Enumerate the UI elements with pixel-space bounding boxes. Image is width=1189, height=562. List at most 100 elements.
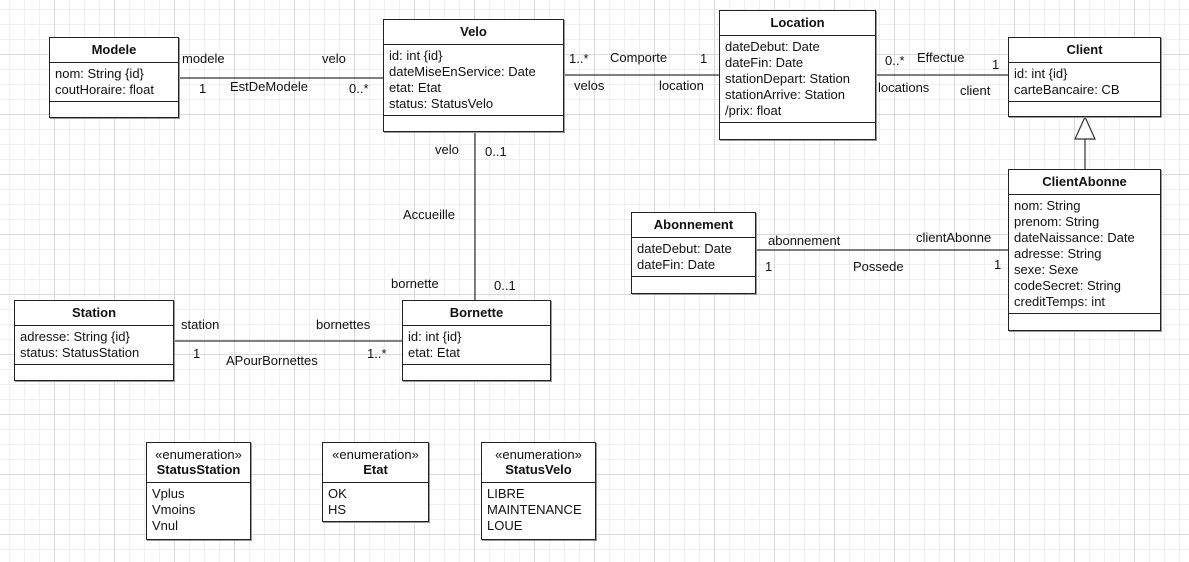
multiplicity-label: 1: [700, 51, 708, 66]
role-label: bornette: [391, 276, 439, 291]
association-name: Accueille: [403, 207, 456, 222]
association-name: Possede: [853, 259, 904, 274]
enum-literal: MAINTENANCE: [487, 502, 582, 517]
attribute: etat: Etat: [408, 345, 461, 360]
enum-literals: OK HS: [323, 483, 428, 521]
class-name: Client: [1009, 38, 1160, 63]
generalization-arrowhead: [1074, 115, 1096, 140]
attribute: dateFin: Date: [725, 55, 804, 70]
class-attributes: id: int {id} dateMiseEnService: Date eta…: [384, 45, 563, 116]
role-label: clientAbonne: [916, 230, 992, 245]
enum-stereotype: «enumeration»: [495, 447, 582, 462]
attribute: coutHoraire: float: [55, 82, 154, 97]
class-attributes: nom: String prenom: String dateNaissance…: [1009, 195, 1160, 314]
attribute: stationArrive: Station: [725, 87, 845, 102]
attribute: dateFin: Date: [637, 257, 716, 272]
attribute: prenom: String: [1014, 214, 1100, 229]
attribute: sexe: Sexe: [1014, 262, 1079, 277]
attribute: status: StatusStation: [20, 345, 140, 360]
class-bornette[interactable]: Bornette id: int {id} etat: Etat: [402, 300, 551, 381]
multiplicity-label: 0..1: [494, 278, 516, 293]
association-name: Effectue: [917, 50, 965, 65]
enum-literal: Vnul: [152, 518, 179, 533]
class-name: ClientAbonne: [1009, 170, 1160, 195]
class-client-abonne[interactable]: ClientAbonne nom: String prenom: String …: [1008, 169, 1161, 331]
role-label: velos: [574, 78, 605, 93]
role-label: station: [181, 317, 220, 332]
enum-status-velo[interactable]: «enumeration» StatusVelo LIBRE MAINTENAN…: [481, 442, 596, 540]
enum-literal: HS: [328, 502, 347, 517]
class-velo[interactable]: Velo id: int {id} dateMiseEnService: Dat…: [383, 19, 564, 132]
attribute: nom: String: [1014, 198, 1081, 213]
class-name: Location: [720, 11, 875, 36]
class-operations: [1009, 314, 1160, 321]
class-operations: [1009, 102, 1160, 109]
class-name: Abonnement: [632, 213, 755, 238]
multiplicity-label: 1: [193, 346, 201, 361]
association-name: EstDeModele: [230, 79, 309, 94]
multiplicity-label: 0..*: [349, 81, 369, 96]
role-label: velo: [322, 51, 346, 66]
attribute: nom: String {id}: [55, 66, 144, 81]
attribute: dateMiseEnService: Date: [389, 64, 536, 79]
attribute: id: int {id}: [408, 329, 462, 344]
attribute: adresse: String: [1014, 246, 1102, 261]
role-label: client: [960, 83, 991, 98]
enum-name: «enumeration» Etat: [323, 443, 428, 483]
attribute: id: int {id}: [1014, 66, 1068, 81]
enum-title: StatusStation: [156, 462, 241, 477]
enum-title: StatusVelo: [505, 462, 572, 477]
class-abonnement[interactable]: Abonnement dateDebut: Date dateFin: Date: [631, 212, 756, 294]
class-location[interactable]: Location dateDebut: Date dateFin: Date s…: [719, 10, 876, 140]
enum-name: «enumeration» StatusStation: [147, 443, 250, 483]
attribute: status: StatusVelo: [389, 96, 494, 111]
role-label: modele: [182, 51, 225, 66]
association-name: Comporte: [610, 50, 668, 65]
class-attributes: dateDebut: Date dateFin: Date stationDep…: [720, 36, 875, 123]
role-label: locations: [878, 80, 930, 95]
class-name: Modele: [50, 38, 178, 63]
enum-stereotype: «enumeration»: [155, 447, 242, 462]
multiplicity-label: 1: [765, 259, 773, 274]
class-operations: [15, 365, 173, 372]
class-client[interactable]: Client id: int {id} carteBancaire: CB: [1008, 37, 1161, 117]
multiplicity-label: 1..*: [569, 51, 589, 66]
enum-literal: OK: [328, 486, 347, 501]
attribute: adresse: String {id}: [20, 329, 130, 344]
class-operations: [720, 123, 875, 130]
enum-literals: Vplus Vmoins Vnul: [147, 483, 250, 537]
multiplicity-label: 1: [994, 257, 1002, 272]
enum-literals: LIBRE MAINTENANCE LOUE: [482, 483, 595, 537]
attribute: codeSecret: String: [1014, 278, 1121, 293]
enum-stereotype: «enumeration»: [332, 447, 419, 462]
class-attributes: id: int {id} etat: Etat: [403, 326, 550, 365]
enum-literal: Vmoins: [152, 502, 196, 517]
class-station[interactable]: Station adresse: String {id} status: Sta…: [14, 300, 174, 381]
attribute: id: int {id}: [389, 48, 443, 63]
multiplicity-label: 0..*: [885, 53, 905, 68]
multiplicity-label: 1..*: [367, 346, 387, 361]
association-name: APourBornettes: [226, 353, 318, 368]
attribute: etat: Etat: [389, 80, 442, 95]
class-attributes: nom: String {id} coutHoraire: float: [50, 63, 178, 102]
enum-title: Etat: [363, 462, 388, 477]
enum-literal: Vplus: [152, 486, 185, 501]
enum-literal: LIBRE: [487, 486, 525, 501]
class-name: Station: [15, 301, 173, 326]
enum-etat[interactable]: «enumeration» Etat OK HS: [322, 442, 429, 522]
attribute: dateDebut: Date: [725, 39, 820, 54]
role-label: bornettes: [316, 317, 371, 332]
attribute: stationDepart: Station: [725, 71, 851, 86]
role-label: location: [659, 78, 704, 93]
class-attributes: id: int {id} carteBancaire: CB: [1009, 63, 1160, 102]
enum-status-station[interactable]: «enumeration» StatusStation Vplus Vmoins…: [146, 442, 251, 540]
role-label: velo: [435, 142, 459, 157]
attribute: dateDebut: Date: [637, 241, 732, 256]
class-modele[interactable]: Modele nom: String {id} coutHoraire: flo…: [49, 37, 179, 118]
multiplicity-label: 0..1: [485, 144, 507, 159]
attribute: /prix: float: [725, 103, 782, 118]
class-operations: [632, 277, 755, 284]
attribute: dateNaissance: Date: [1014, 230, 1135, 245]
role-label: abonnement: [768, 233, 841, 248]
